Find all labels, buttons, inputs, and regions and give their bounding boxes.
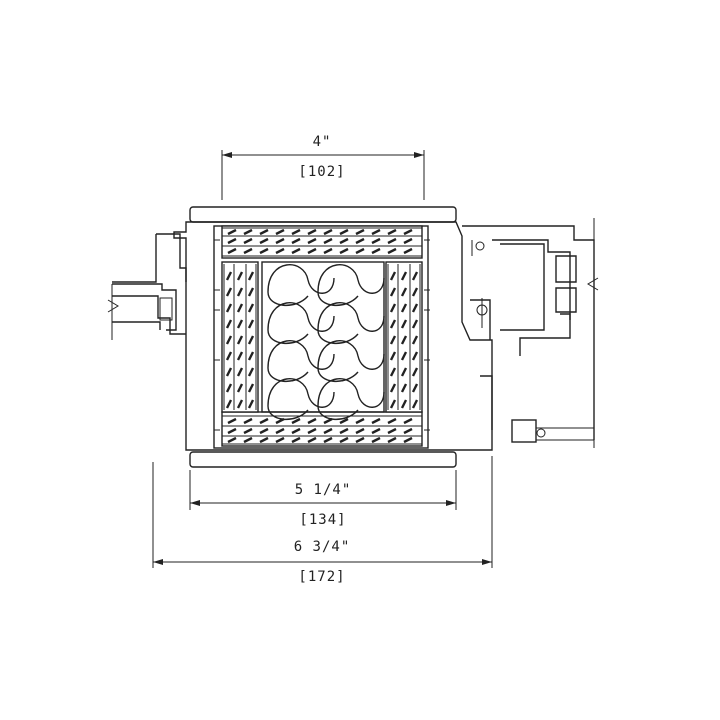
arrowhead-left bbox=[222, 152, 232, 158]
left-wall-profile bbox=[107, 233, 187, 340]
dimension-top: 4" [102] bbox=[221, 134, 425, 200]
right-hatch bbox=[387, 264, 421, 410]
insulation-symbol bbox=[267, 264, 385, 420]
dimension-label-imperial: 4" bbox=[313, 134, 332, 150]
dimension-label-metric: [172] bbox=[298, 569, 345, 585]
frame-body bbox=[173, 221, 493, 451]
arrowhead-right bbox=[414, 152, 424, 158]
dimension-overall: 6 3/4" [172] bbox=[152, 456, 493, 585]
sill-block bbox=[511, 419, 537, 443]
arrowhead-left bbox=[190, 500, 200, 506]
side-ticks bbox=[214, 239, 430, 431]
right-wall-profile bbox=[462, 218, 599, 448]
dimension-label-metric: [134] bbox=[299, 512, 346, 528]
dimension-label-imperial: 5 1/4" bbox=[295, 482, 352, 498]
top-cap bbox=[189, 206, 457, 223]
dimension-middle: 5 1/4" [134] bbox=[189, 470, 457, 528]
bottom-hatch bbox=[222, 415, 422, 445]
dimension-label-metric: [102] bbox=[298, 164, 345, 180]
dimension-label-imperial: 6 3/4" bbox=[294, 539, 351, 555]
left-hatch bbox=[223, 264, 257, 410]
arrowhead-right bbox=[446, 500, 456, 506]
top-hatch bbox=[222, 227, 422, 257]
insulation-panel bbox=[261, 261, 385, 413]
arrowhead-left bbox=[153, 559, 163, 565]
arrowhead-right bbox=[482, 559, 492, 565]
bottom-cap bbox=[189, 451, 457, 468]
